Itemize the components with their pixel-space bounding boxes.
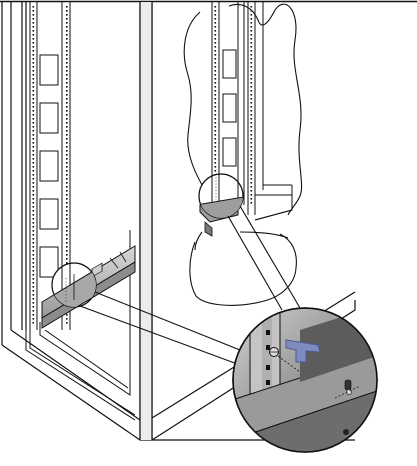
rail-holes-rear <box>214 6 253 204</box>
magnifier-callout <box>232 307 378 453</box>
hand-outline <box>183 3 303 306</box>
rail-holes-left <box>32 6 68 324</box>
rear-right-panel <box>254 184 293 221</box>
callout-circle-front <box>51 262 97 308</box>
rail-latch-icon <box>285 339 321 363</box>
cabinet-base-frame <box>25 230 136 421</box>
cabinet-side-panel <box>140 2 152 440</box>
rail-slots-left <box>39 54 59 278</box>
callout-leader-lines <box>79 205 301 366</box>
